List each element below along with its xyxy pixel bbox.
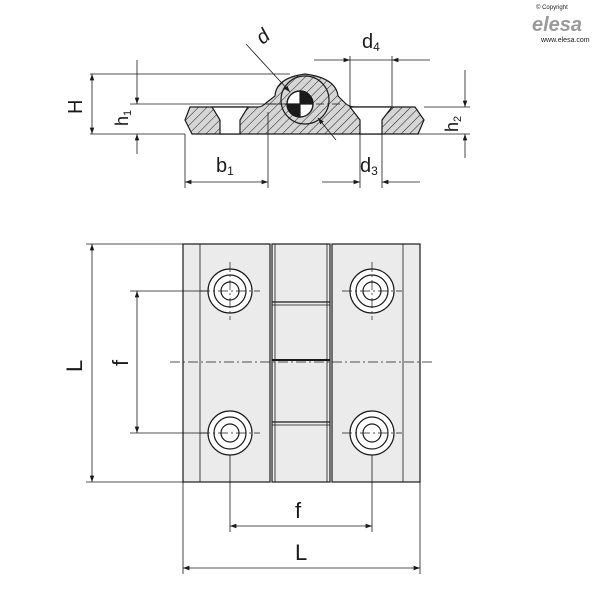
dim-d	[245, 43, 291, 93]
knuckle-strip	[271, 243, 331, 483]
brand-site: www.elesa.com	[540, 37, 590, 44]
front-labels: L f f L	[62, 359, 307, 565]
countersink-left	[210, 106, 250, 135]
brand-logo: elesa	[532, 14, 582, 36]
brand-copyright: © Copyright	[536, 4, 568, 11]
front-dimensions	[86, 243, 421, 574]
label-f-left: f	[108, 359, 133, 366]
side-dimensions	[89, 43, 470, 188]
label-h1: h1	[112, 110, 134, 126]
label-f-bottom: f	[295, 498, 302, 523]
label-d: d	[252, 24, 275, 49]
mounting-holes	[207, 268, 395, 456]
label-h2: h2	[442, 116, 464, 132]
center-lines	[170, 262, 434, 434]
hole-top-right	[349, 268, 395, 314]
side-labels: d d4 H h1 h2 b1 d3	[65, 24, 464, 178]
label-L-left: L	[62, 360, 87, 372]
label-d4: d4	[362, 31, 380, 54]
label-H: H	[65, 100, 87, 114]
label-L-bottom: L	[295, 540, 307, 565]
brand-block: © Copyright elesa www.elesa.com	[532, 4, 590, 44]
label-d3: d3	[360, 155, 378, 178]
label-b1: b1	[216, 155, 234, 178]
